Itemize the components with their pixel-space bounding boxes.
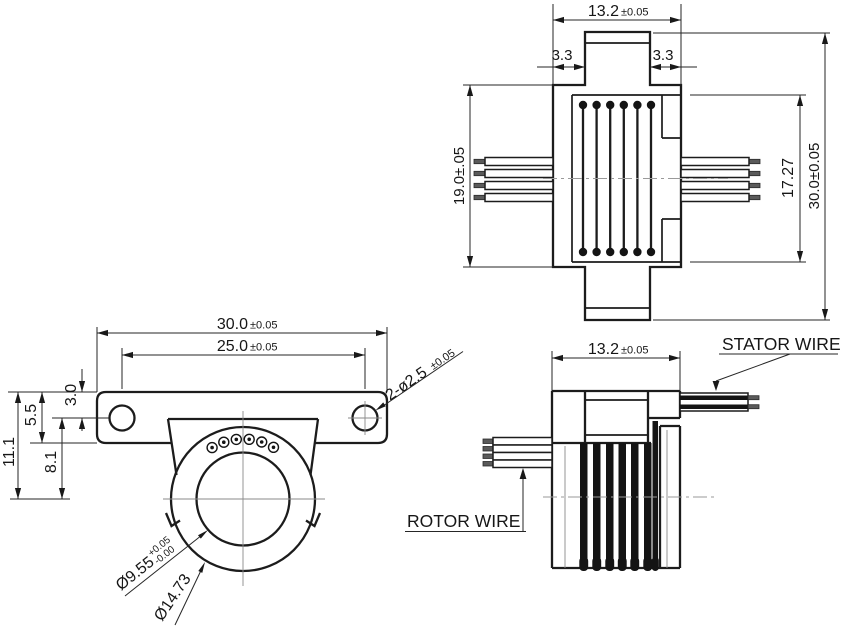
front-contact-dots xyxy=(206,433,280,454)
side-dim-width: 13.2 ±0.05 xyxy=(551,341,681,391)
front-dim-hole-spacing-tol: ±0.05 xyxy=(250,342,277,354)
front-dim-overall-width-tol: ±0.05 xyxy=(250,320,277,332)
front-dim-flange-thickness: 5.5 xyxy=(23,392,46,443)
front-dim-hole-offset-text: 3.0 xyxy=(63,384,80,406)
front-dim-hole-spacing: 25.0 ±0.05 xyxy=(122,338,365,359)
front-hole-crosshair xyxy=(348,401,382,435)
front-foot-left xyxy=(164,512,181,528)
plan-dim-plate-height: 17.27 xyxy=(690,94,806,263)
side-rotor-wires xyxy=(482,436,553,469)
front-label-outer-dia: Ø14.73 xyxy=(151,562,205,626)
plan-dim-step-right: 3.3 xyxy=(653,47,674,64)
front-dim-flange-thickness-text: 5.5 xyxy=(23,404,40,426)
front-label-mount-holes-tol: ±0.05 xyxy=(428,347,457,372)
front-dim-overall-width-value: 30.0 xyxy=(217,316,248,333)
side-label-stator-wire: STATOR WIRE xyxy=(712,334,841,391)
plan-dim-body-height: 19.0±.05 xyxy=(451,84,553,268)
plan-wires-left xyxy=(473,156,554,203)
rotor-wire-text: ROTOR WIRE xyxy=(407,511,520,531)
side-view: 13.2 ±0.05 STATOR WIRE ROTOR WIRE xyxy=(405,334,841,571)
side-label-rotor-wire: ROTOR WIRE xyxy=(405,468,527,532)
plan-dim-plate-height-text: 17.27 xyxy=(780,158,797,198)
front-flange-outline xyxy=(95,390,389,445)
side-body-outline xyxy=(550,389,682,570)
front-ext-lines xyxy=(8,327,388,500)
side-inner-lines xyxy=(585,399,648,436)
front-dim-hole-offset: 3.0 xyxy=(63,369,86,431)
front-label-mount-holes: 2-ø2.5 ±0.05 xyxy=(375,347,464,411)
front-foot-right xyxy=(305,512,322,528)
plan-dim-step-left: 3.3 xyxy=(552,47,573,64)
front-mount-hole-left xyxy=(108,404,136,432)
front-dim-overall-height-text: 11.1 xyxy=(1,437,18,467)
plan-dim-body-height-text: 19.0±.05 xyxy=(451,147,468,205)
plan-dim-overall-height-text: 30.0±0.05 xyxy=(806,143,823,210)
front-centerlines xyxy=(163,411,325,586)
stator-wire-text: STATOR WIRE xyxy=(722,334,841,354)
side-dim-width-tol: ±0.05 xyxy=(621,345,648,357)
plan-dim-width-tol: ±0.05 xyxy=(621,7,648,19)
plan-dim-overall-height: 30.0±0.05 xyxy=(653,32,830,321)
plan-dim-width: 13.2 ±0.05 xyxy=(552,3,682,85)
plan-view: 13.2 ±0.05 3.3 3.3 19.0±.05 17.27 xyxy=(451,3,830,322)
side-stator-wires xyxy=(679,392,760,412)
plan-dim-steps: 3.3 3.3 xyxy=(537,47,697,71)
plan-dim-width-value: 13.2 xyxy=(588,3,619,20)
front-dim-center-offset-text: 8.1 xyxy=(43,451,60,473)
front-view: 30.0 ±0.05 25.0 ±0.05 11.1 5.5 xyxy=(1,316,464,626)
side-silhouette-lines xyxy=(564,430,668,568)
front-dim-overall-height: 11.1 xyxy=(1,392,22,499)
side-dim-width-value: 13.2 xyxy=(588,341,619,358)
front-dim-center-offset: 8.1 xyxy=(43,418,66,499)
side-rotor-grooves xyxy=(579,421,659,571)
plan-wires-right xyxy=(680,156,761,203)
front-label-mount-holes-value: 2-ø2.5 xyxy=(383,364,431,404)
front-dim-hole-spacing-value: 25.0 xyxy=(217,338,248,355)
front-dim-overall-width: 30.0 ±0.05 xyxy=(97,316,387,337)
